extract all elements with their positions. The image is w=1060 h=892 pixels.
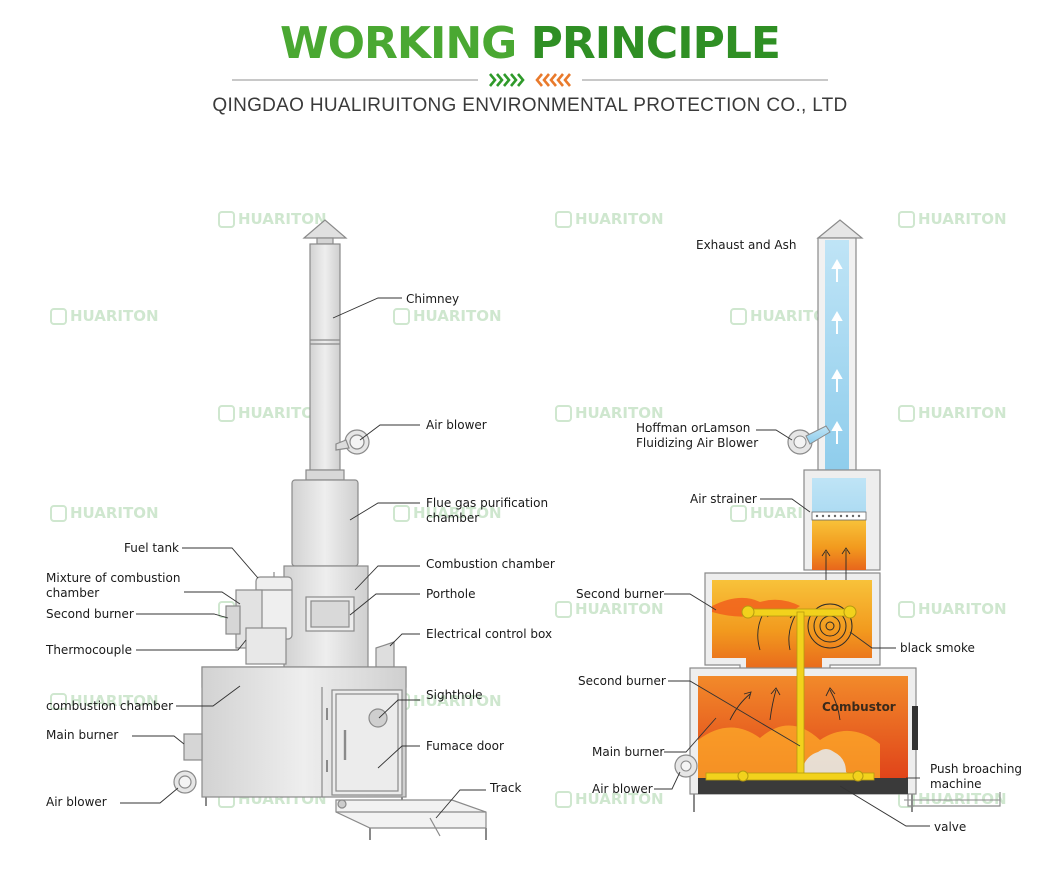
- label-track: Track: [490, 781, 522, 795]
- label-second-burner-upper: Second burner: [576, 587, 664, 601]
- label-hoffman-blower-1: Hoffman orLamson: [636, 421, 751, 435]
- label-exhaust-and-ash: Exhaust and Ash: [696, 238, 797, 252]
- label-sighthole: Sighthole: [426, 688, 483, 702]
- label-flue-gas-chamber-1: Flue gas purification: [426, 496, 549, 510]
- watermark: HUARITON: [218, 404, 327, 422]
- label-main-burner-right: Main burner: [592, 745, 665, 759]
- label-combustion-chamber-upper: Combustion chamber: [426, 557, 555, 571]
- label-mixture-chamber-1: Mixture of combustion: [46, 571, 181, 585]
- label-air-blower-bottom: Air blower: [46, 795, 107, 809]
- watermark: HUARITON: [393, 307, 502, 325]
- label-push-broaching-1: Push broaching: [930, 762, 1023, 776]
- watermark: HUARITON: [50, 504, 159, 522]
- watermark: HUARITON: [898, 600, 1007, 618]
- label-air-blower-right: Air blower: [592, 782, 653, 796]
- company-name: QINGDAO HUALIRUITONG ENVIRONMENTAL PROTE…: [212, 95, 848, 116]
- watermark: HUARITON: [218, 210, 327, 228]
- watermark: HUARITON: [50, 307, 159, 325]
- label-fuel-tank: Fuel tank: [124, 541, 179, 555]
- left-leader-lines: [120, 297, 486, 819]
- label-hoffman-blower-2: Fluidizing Air Blower: [636, 436, 759, 450]
- watermark: HUARITON: [555, 600, 664, 618]
- label-mixture-chamber-2: chamber: [46, 586, 100, 600]
- right-leader-lines: [654, 429, 930, 827]
- green-chevron-icon: [489, 73, 525, 87]
- label-flue-gas-chamber-2: chamber: [426, 511, 480, 525]
- watermark: HUARITON: [50, 692, 159, 710]
- watermark: HUARITON: [898, 210, 1007, 228]
- label-push-broaching-2: machine: [930, 777, 982, 791]
- watermark: HUARITON: [898, 404, 1007, 422]
- label-electrical-control-box: Electrical control box: [426, 627, 553, 641]
- label-main-burner: Main burner: [46, 728, 119, 742]
- watermark: HUARITON: [555, 404, 664, 422]
- watermark: HUARITON: [730, 307, 839, 325]
- watermark: HUARITON: [555, 210, 664, 228]
- label-thermocouple: Thermocouple: [46, 643, 132, 657]
- watermark: HUARITON: [555, 790, 664, 808]
- label-black-smoke: black smoke: [900, 641, 975, 655]
- page-title: WORKING PRINCIPLE: [280, 18, 781, 69]
- label-second-burner: Second burner: [46, 607, 134, 621]
- incinerator-cross-section-illustration: [674, 219, 1001, 812]
- header-divider: [232, 72, 828, 88]
- label-valve: valve: [934, 820, 967, 834]
- label-furnace-door: Fumace door: [426, 739, 504, 753]
- incinerator-exterior-illustration: [173, 219, 487, 840]
- label-second-burner-lower: Second burner: [578, 674, 666, 688]
- watermark: HUARITON: [393, 504, 502, 522]
- label-combustor: Combustor: [822, 700, 896, 714]
- label-chimney: Chimney: [406, 292, 460, 306]
- label-porthole: Porthole: [426, 587, 476, 601]
- label-air-strainer: Air strainer: [690, 492, 757, 506]
- label-air-blower-top: Air blower: [426, 418, 487, 432]
- label-combustion-chamber-lower: combustion chamber: [46, 699, 174, 713]
- orange-chevron-icon: [535, 73, 571, 87]
